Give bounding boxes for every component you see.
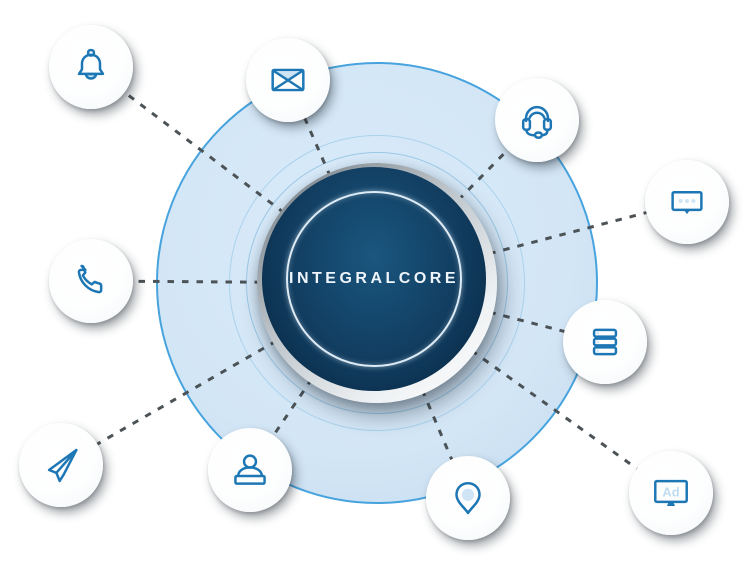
phone-icon — [77, 264, 103, 294]
bell-icon — [77, 48, 105, 80]
hub-label: INTEGRALCORE — [289, 270, 459, 287]
node-envelope — [246, 38, 330, 122]
orbit-ring-inner — [246, 152, 508, 414]
hub-core-ring — [286, 191, 462, 367]
node-headset — [495, 78, 579, 162]
node-phone — [49, 239, 133, 323]
ad-label: Ad — [662, 484, 679, 499]
node-person — [208, 428, 292, 512]
node-bell — [49, 25, 133, 109]
hub-rim: INTEGRALCORE — [257, 163, 497, 403]
ad-screen-icon: Ad — [654, 479, 688, 507]
headset-icon — [521, 105, 553, 139]
stacked-bars-icon — [592, 328, 618, 356]
chat-bubble-icon — [671, 190, 703, 215]
connector-chat — [376, 200, 688, 285]
node-chat — [645, 160, 729, 244]
node-ad: Ad — [629, 451, 713, 535]
envelope-icon — [271, 68, 305, 92]
node-plane — [19, 423, 103, 507]
location-pin-icon — [455, 481, 481, 515]
hub-sphere: INTEGRALCORE — [262, 167, 486, 391]
node-stack — [563, 300, 647, 384]
node-pin — [426, 456, 510, 540]
person-icon — [234, 454, 266, 485]
paper-plane-icon — [47, 448, 78, 483]
